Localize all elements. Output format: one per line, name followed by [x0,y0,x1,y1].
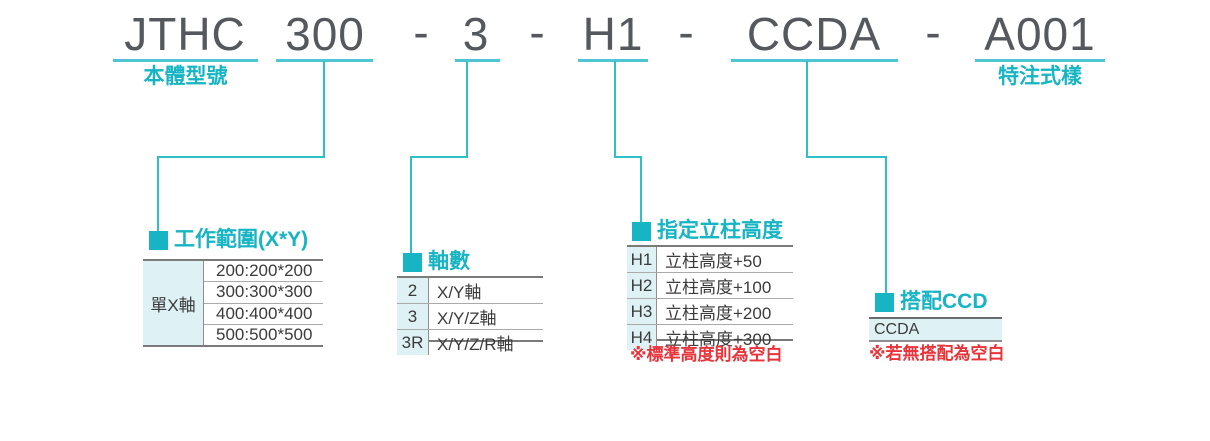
code-segment-height: H1 [582,8,644,60]
section-title-axes: 軸數 [428,250,470,273]
underline-ccd [731,59,898,62]
connector-range-h [157,156,325,158]
table-cell-code: H4 [627,325,657,350]
table-row: H4 立柱高度+300 [627,325,793,350]
label-special-spec: 特注式樣 [998,65,1082,88]
underline-special [975,59,1105,62]
connector-range-v2 [157,156,159,232]
section-bullet-icon [149,231,168,250]
connector-height-v1 [614,61,616,158]
table-cell: 200:200*200 [204,261,323,283]
working-range-values: 200:200*200 300:300*300 400:400*400 500:… [204,261,323,345]
code-separator: - [529,6,545,58]
table-cell: 500:500*500 [216,324,313,344]
table-cell-code: H3 [627,299,657,324]
connector-axes-v2 [410,156,412,254]
underline-range [276,59,373,62]
underline-height [578,59,648,62]
section-bullet-icon [875,293,894,312]
table-cell-desc: 立柱高度+300 [665,330,772,349]
connector-ccd-v1 [806,61,808,158]
table-row: H2 立柱高度+100 [627,273,793,299]
axes-table: 2 X/Y軸 3 X/Y/Z軸 3R X/Y/Z/R軸 [397,276,543,355]
underline-axes [455,59,500,62]
table-row: H3 立柱高度+200 [627,299,793,325]
code-segment-body: JTHC [124,8,246,60]
table-cell-code: 3R [397,330,429,355]
code-separator: - [678,6,694,58]
table-cell-code: 3 [397,304,429,329]
working-range-table: 單X軸 200:200*200 300:300*300 400:400*400 … [143,259,323,347]
table-cell: 400:400*400 [204,304,323,325]
section-title-column-height: 指定立柱高度 [657,219,783,242]
column-height-table: H1 立柱高度+50 H2 立柱高度+100 H3 立柱高度+200 H4 立柱… [627,245,793,350]
table-cell-desc: X/Y軸 [437,283,482,302]
connector-axes-h [410,156,468,158]
ccd-value-cell: CCDA [869,317,1002,342]
code-segment-axes: 3 [462,8,490,60]
table-cell-desc: 立柱高度+200 [665,304,772,323]
table-row: H1 立柱高度+50 [627,247,793,273]
connector-height-h [614,156,642,158]
table-cell-code: 2 [397,278,429,303]
table-cell-desc: 立柱高度+100 [665,278,772,297]
underline-body [113,59,258,62]
section-title-working-range: 工作範圍(X*Y) [174,228,309,251]
code-segment-range: 300 [285,8,365,60]
connector-ccd-v2 [885,156,887,294]
table-cell-desc: X/Y/Z軸 [437,309,497,328]
connector-height-v2 [640,156,642,223]
table-row: 3 X/Y/Z軸 [397,304,543,330]
table-cell-code: H2 [627,273,657,298]
table-row: 2 X/Y軸 [397,278,543,304]
table-cell-code: H1 [627,247,657,272]
note-no-ccd: ※若無搭配為空白 [869,344,1005,363]
connector-axes-v1 [466,61,468,158]
section-bullet-icon [403,253,422,272]
code-separator: - [413,6,429,58]
note-standard-height: ※標準高度則為空白 [630,345,783,364]
section-title-ccd: 搭配CCD [900,290,988,313]
code-separator: - [925,6,941,58]
code-segment-ccd: CCDA [746,8,882,60]
label-body-model: 本體型號 [143,65,228,88]
table-cell-desc: X/Y/Z/R軸 [437,335,514,354]
table-row: 3R X/Y/Z/R軸 [397,330,543,355]
section-bullet-icon [632,222,651,241]
row-header-single-x-axis: 單X軸 [143,261,204,345]
code-segment-special: A001 [984,8,1096,60]
table-cell-desc: 立柱高度+50 [665,252,762,271]
connector-ccd-h [806,156,887,158]
connector-range-v1 [323,61,325,158]
table-cell: 300:300*300 [204,282,323,304]
